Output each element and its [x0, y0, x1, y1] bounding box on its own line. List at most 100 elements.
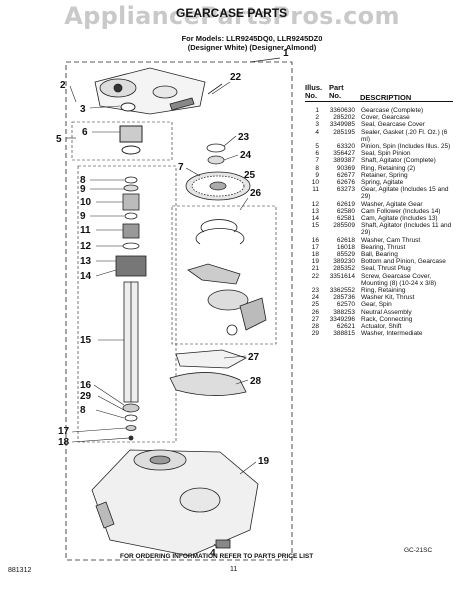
part-number: 388253 — [333, 308, 355, 316]
gearcase-bottom — [91, 449, 259, 557]
part-description: Washer, Cam Thrust — [361, 236, 421, 244]
callout-4: 4 — [210, 548, 216, 559]
callout-15: 15 — [80, 335, 92, 346]
illus-number: 10 — [311, 179, 319, 187]
part-number: 285352 — [333, 265, 355, 273]
part-number: 16018 — [336, 243, 355, 251]
neutral-assembly-box — [171, 205, 277, 345]
spin-pinion-seal — [121, 145, 141, 155]
illus-number: 3 — [315, 121, 319, 129]
callout-18: 18 — [58, 437, 70, 448]
callout-13: 13 — [80, 256, 92, 267]
header-divider — [305, 101, 453, 102]
callout-16: 16 — [80, 380, 92, 391]
col-illus-no: Illus. No. — [305, 83, 323, 100]
illus-number: 8 — [315, 164, 319, 172]
part-description: Bearing, Thrust — [361, 243, 406, 251]
leader-lines — [66, 81, 257, 549]
watermark: AppliancePartsPros.com — [64, 2, 400, 30]
part-description: Spring, Agitate — [361, 179, 404, 187]
part-description: Gearcase (Complete) — [361, 107, 424, 114]
part-description: Cover, Gearcase — [361, 114, 410, 122]
illus-number: 16 — [311, 236, 319, 244]
part-number: 3349296 — [329, 315, 355, 323]
callout-11: 11 — [80, 225, 91, 236]
illus-number: 19 — [311, 258, 319, 266]
illus-number: 11 — [312, 186, 319, 194]
illus-number: 5 — [315, 143, 319, 151]
callout-19: 19 — [258, 456, 270, 467]
part-description: Washer, Agitate Gear — [361, 200, 423, 208]
part-description: Screw, Gearcase Cover, Mounting (8) (10-… — [361, 272, 437, 287]
illus-number: 18 — [311, 251, 319, 259]
page-number: 11 — [230, 566, 238, 573]
ordering-note: FOR ORDERING INFORMATION REFER TO PARTS … — [120, 553, 314, 560]
spin-gear-stack — [185, 143, 251, 201]
callout-7: 7 — [178, 162, 184, 173]
part-description: Shaft, Agitator (Includes 11 and 29) — [361, 222, 452, 237]
callout-6: 6 — [82, 127, 88, 138]
illus-number: 4 — [315, 128, 319, 136]
part-description: Shaft, Agitator (Complete) — [361, 157, 436, 165]
part-description: Seal, Spin Pinion — [361, 150, 411, 158]
part-number: 285195 — [333, 128, 355, 136]
part-number: 285202 — [333, 114, 355, 122]
callout-10: 10 — [80, 197, 92, 208]
part-description: Actuator, Shift — [361, 323, 402, 331]
part-number: 62580 — [336, 207, 355, 215]
part-number: 62618 — [336, 236, 355, 244]
callout-17: 17 — [58, 426, 70, 437]
shaft-dash-box — [77, 165, 177, 443]
callout-numbers: 1 2 3 22 5 6 23 24 7 25 26 8 9 10 9 11 1… — [56, 48, 289, 559]
part-description: Washer Kit, Thrust — [361, 294, 415, 302]
part-number: 389387 — [333, 157, 355, 165]
part-description: Ring, Retaining — [361, 287, 406, 295]
part-number: 62621 — [336, 323, 355, 331]
connecting-rack — [175, 349, 247, 369]
part-number: 3360630 — [329, 107, 355, 114]
part-number: 62581 — [336, 215, 355, 223]
part-number: 285736 — [333, 294, 355, 302]
part-description: Gear, Spin — [361, 301, 392, 309]
illus-number: 13 — [311, 207, 319, 215]
callout-2: 2 — [60, 80, 66, 91]
illus-number: 1 — [315, 107, 319, 114]
shaft-stack — [115, 176, 147, 441]
part-description: Pinion, Spin (Includes Illus. 25) — [361, 143, 451, 151]
part-description: Seal, Gearcase Cover — [361, 121, 425, 129]
callout-23: 23 — [238, 132, 250, 143]
part-number: 90369 — [336, 164, 355, 172]
part-description: Ring, Retaining (2) — [361, 164, 416, 172]
col-description: DESCRIPTION — [360, 93, 412, 102]
neutral-assembly — [187, 219, 267, 336]
callout-9b: 9 — [80, 211, 86, 222]
part-description: Neutral Assembly — [361, 308, 412, 316]
gearcase-cover — [94, 67, 223, 115]
parts-row: 28 62621 Actuator, Shift — [305, 323, 457, 330]
part-number: 389230 — [333, 258, 355, 266]
shift-actuator — [169, 372, 247, 396]
illus-number: 26 — [311, 308, 319, 316]
illus-number: 28 — [311, 323, 319, 331]
part-description: Retainer, Spring — [361, 171, 408, 179]
illus-number: 17 — [311, 243, 319, 251]
parts-row: 8 90369 Ring, Retaining (2) — [305, 165, 457, 172]
illus-number: 23 — [311, 287, 319, 295]
illus-number: 2 — [315, 114, 319, 122]
callout-26: 26 — [250, 188, 262, 199]
callout-28: 28 — [250, 376, 262, 387]
part-description: Gear, Agitate (Includes 15 and 29) — [361, 186, 449, 201]
illus-number: 29 — [311, 330, 319, 338]
illus-number: 22 — [311, 272, 319, 280]
part-description: Sealer, Gasket (.20 Fl. Oz.) (6 ml) — [361, 128, 448, 143]
